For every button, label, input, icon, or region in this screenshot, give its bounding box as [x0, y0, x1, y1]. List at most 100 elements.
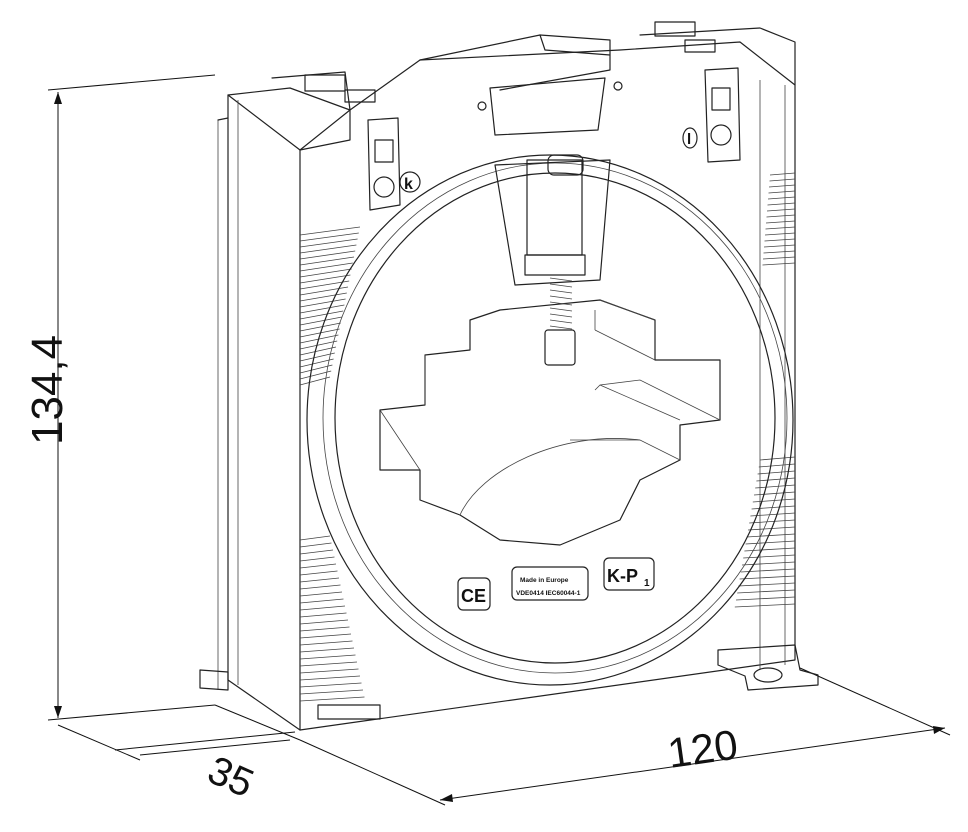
screw-thread [549, 283, 573, 288]
rib-line [299, 542, 332, 548]
rib-line [738, 582, 796, 587]
rib-line [299, 292, 347, 302]
rib-line [766, 214, 796, 218]
rib-line [299, 696, 365, 702]
rib-line [299, 358, 334, 368]
rib-line [750, 512, 796, 517]
ce-mark-text: CE [461, 586, 486, 606]
rib-line [764, 232, 796, 236]
rib-line [299, 238, 358, 248]
rib-line [762, 256, 796, 260]
rib-line [299, 304, 345, 314]
rib-line [766, 208, 796, 212]
rib-line [745, 540, 796, 545]
rib-line [752, 498, 796, 503]
rib-line [755, 484, 796, 489]
screw-thread [549, 325, 573, 330]
rib-line [751, 505, 796, 510]
rib-line [739, 575, 796, 580]
screw-thread [549, 319, 573, 324]
rib-line [299, 280, 350, 290]
screw-thread [549, 307, 573, 312]
rib-line [744, 547, 796, 552]
ce-mark [457, 577, 491, 611]
rib-line [299, 316, 343, 326]
rib-line [299, 310, 344, 320]
rib-line [299, 647, 355, 653]
housing [217, 27, 796, 731]
rib-line [299, 274, 351, 284]
rib-line [299, 262, 353, 272]
rib-line [765, 226, 796, 230]
dimension-width [299, 667, 951, 806]
rib-line [299, 256, 355, 266]
rib-line [299, 322, 341, 332]
terminal-k-label: k [404, 176, 413, 193]
rib-line [741, 561, 796, 566]
rib-line [735, 596, 796, 601]
rib-line [734, 603, 796, 608]
terminal-l-label: l [687, 131, 691, 148]
rib-line [299, 328, 340, 338]
rib-line [762, 262, 796, 266]
rib-line [299, 226, 361, 236]
screw-thread [549, 289, 573, 294]
aperture-ring [306, 154, 794, 686]
rib-line [299, 584, 341, 590]
dimension-height [47, 74, 216, 721]
rib-line [753, 491, 796, 496]
screw-thread [549, 301, 573, 306]
rib-line [299, 577, 340, 583]
rib-line [299, 661, 358, 667]
rib-line [299, 370, 332, 380]
height-dimension-label: 134,4 [23, 335, 72, 445]
depth-dimension-label: 35 [201, 748, 260, 806]
rib-line [769, 178, 796, 182]
mounting-foot-right [717, 644, 819, 691]
rib-line [299, 570, 338, 576]
rib-line [299, 626, 350, 632]
rib-line [299, 346, 337, 356]
ribbing-right [734, 172, 796, 608]
rib-line [764, 238, 796, 242]
rib-line [299, 612, 347, 618]
rib-line [768, 190, 796, 194]
top-connector-right [654, 21, 716, 53]
rib-line [299, 640, 353, 646]
terminal-k[interactable] [367, 117, 421, 211]
terminal-l[interactable] [682, 67, 741, 163]
rib-line [299, 556, 335, 562]
mounting-foot-left [199, 669, 381, 720]
screw-thread [549, 313, 573, 318]
rib-line [299, 340, 338, 350]
rib-line [299, 268, 352, 278]
screw-thread [549, 277, 573, 282]
rib-line [757, 470, 796, 475]
rib-line [749, 519, 796, 524]
screw-thread [549, 295, 573, 300]
dimension-depth [57, 704, 301, 761]
rib-line [758, 463, 796, 468]
ribbing-left [299, 226, 365, 702]
primary-marking-text: K-P [607, 566, 638, 586]
rib-line [767, 202, 796, 206]
rib-line [769, 172, 796, 176]
top-connector-left [304, 74, 376, 103]
rating-label-line2: VDE0414 IEC60044-1 [516, 590, 581, 597]
rib-line [767, 196, 796, 200]
primary-marking [603, 557, 655, 591]
rib-line [299, 364, 333, 374]
rib-line [299, 298, 346, 308]
rib-line [746, 533, 796, 538]
rib-line [299, 549, 334, 555]
rib-line [299, 352, 335, 362]
rib-line [299, 244, 357, 254]
rating-label-line1: Made in Europe [520, 577, 569, 584]
rib-line [299, 286, 349, 296]
rib-line [299, 535, 331, 541]
rib-line [299, 250, 356, 260]
rib-line [299, 376, 331, 386]
rib-line [299, 232, 359, 242]
rib-line [763, 250, 796, 254]
